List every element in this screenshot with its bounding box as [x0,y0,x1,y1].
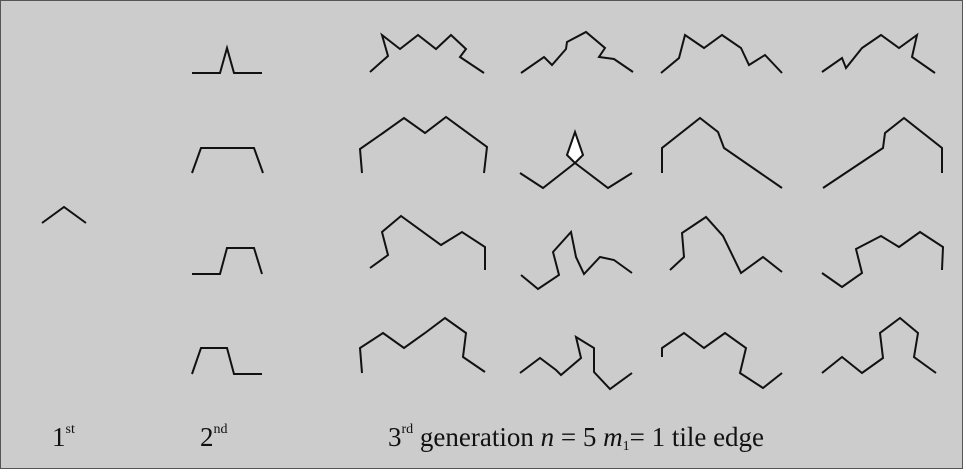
label-second-generation: 2nd [200,422,228,452]
label-third-number: 3 [388,422,402,452]
label-third-suffix: rd [401,422,414,437]
gen3-edge-r2c2 [519,161,633,190]
gen3-edge-r2c3 [661,116,783,189]
gen3-edge-r3c4 [821,230,945,289]
label-n-equals: = 5 [554,422,604,452]
gen3-edge-r1c4 [821,32,936,74]
gen3-edge-r2c2-spike [565,128,585,165]
gen3-edge-r4c1 [358,316,486,374]
gen2-edge-4 [191,347,262,375]
gen1-edge [41,205,87,224]
gen3-edge-r1c2 [520,30,634,74]
gen3-edge-r4c2 [519,334,633,391]
label-second-suffix: nd [213,422,228,437]
gen3-edge-r3c2 [520,229,633,291]
gen3-edge-r4c4 [821,316,937,375]
gen3-edge-r1c3 [660,33,783,74]
gen2-edge-3 [192,247,263,275]
label-m-equals: = 1 tile edge [629,422,765,452]
label-m-variable: m [603,422,623,452]
label-n-variable: n [540,422,555,452]
gen3-edge-r2c1 [358,115,489,174]
label-first-generation: 1st [52,422,75,452]
gen2-edge-1 [192,44,262,74]
gen3-edge-r3c3 [669,215,783,275]
label-m-subscript: 1 [622,439,630,454]
label-first-number: 1 [52,422,66,452]
gen2-edge-2 [191,147,264,174]
gen3-edge-r2c4 [822,116,943,189]
gen3-edge-r4c3 [661,331,783,390]
label-first-suffix: st [65,422,75,437]
gen3-edge-r3c1 [369,214,486,270]
label-third-generation: 3rd generation n = 5 m1= 1 tile edge [388,422,765,454]
label-third-word: generation [413,422,541,452]
gen3-edge-r1c1 [369,32,485,74]
label-second-number: 2 [200,422,214,452]
